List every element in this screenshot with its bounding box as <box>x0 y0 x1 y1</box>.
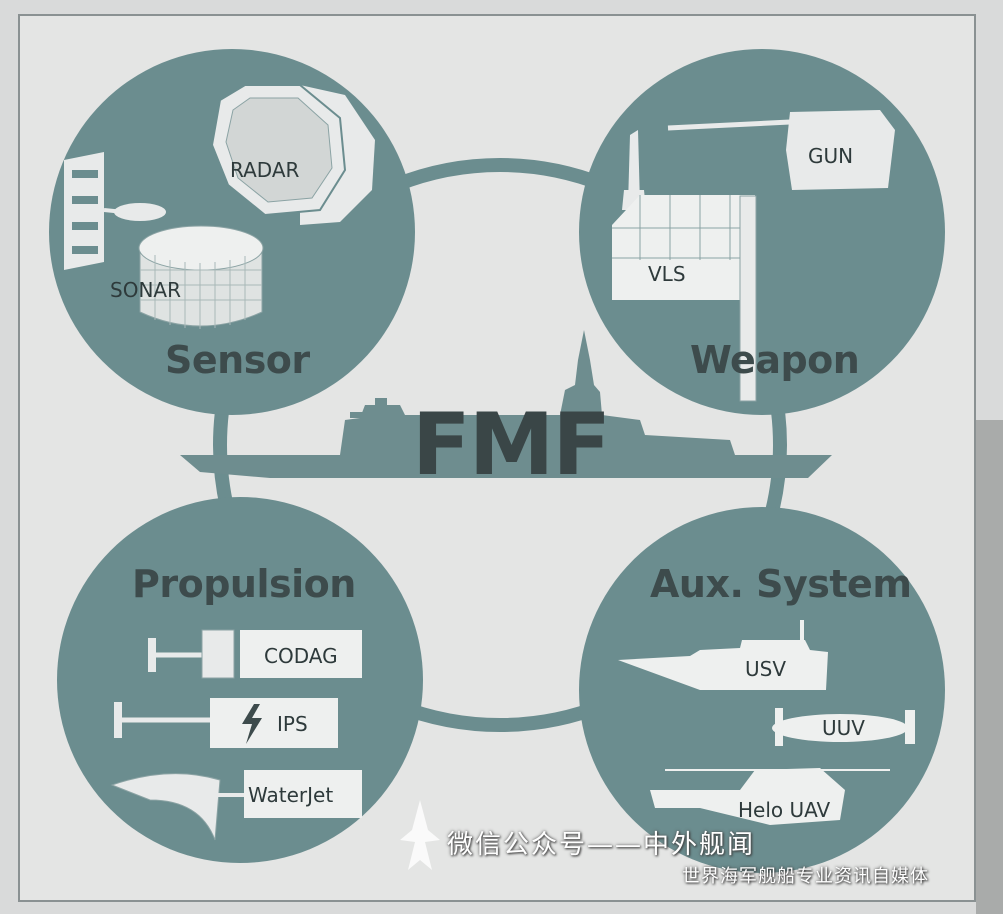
usv-icon <box>618 620 828 690</box>
sonar-label: SONAR <box>110 278 181 302</box>
gun-label: GUN <box>808 144 854 168</box>
watermark-line1: 微信公众号——中外舰闻 <box>447 830 756 860</box>
propulsion-circle <box>57 497 423 863</box>
ship-silhouette <box>180 330 832 478</box>
watermark-logo-icon <box>400 800 440 870</box>
sensor-title: Sensor <box>165 338 310 382</box>
aux-title: Aux. System <box>650 562 912 606</box>
helo-uav-label: Helo UAV <box>738 798 831 822</box>
vls-icon <box>612 195 757 402</box>
waterjet-icon <box>110 770 362 841</box>
sonar-icon <box>138 225 264 329</box>
weapon-title: Weapon <box>690 338 860 382</box>
codag-label: CODAG <box>264 644 338 668</box>
gun-icon <box>667 110 895 190</box>
ips-label: IPS <box>277 712 308 736</box>
uuv-label: UUV <box>822 716 865 740</box>
lightning-icon <box>242 704 262 744</box>
helo-uav-icon <box>650 768 890 825</box>
codag-icon <box>148 629 362 679</box>
connection-ring <box>213 158 787 732</box>
ips-icon <box>114 698 338 748</box>
radar-icon <box>210 84 375 225</box>
usv-label: USV <box>745 657 787 681</box>
dish-icon <box>114 203 166 221</box>
propulsion-title: Propulsion <box>132 562 356 606</box>
watermark-line2: 世界海军舰船专业资讯自媒体 <box>682 866 929 887</box>
vls-label: VLS <box>648 262 686 286</box>
array-panel-icon <box>64 152 104 270</box>
page-edge-shadow <box>976 420 1003 914</box>
waterjet-label: WaterJet <box>248 783 334 807</box>
fmf-title: FMF <box>412 395 611 495</box>
radar-label: RADAR <box>230 158 300 182</box>
uuv-icon <box>772 708 915 746</box>
